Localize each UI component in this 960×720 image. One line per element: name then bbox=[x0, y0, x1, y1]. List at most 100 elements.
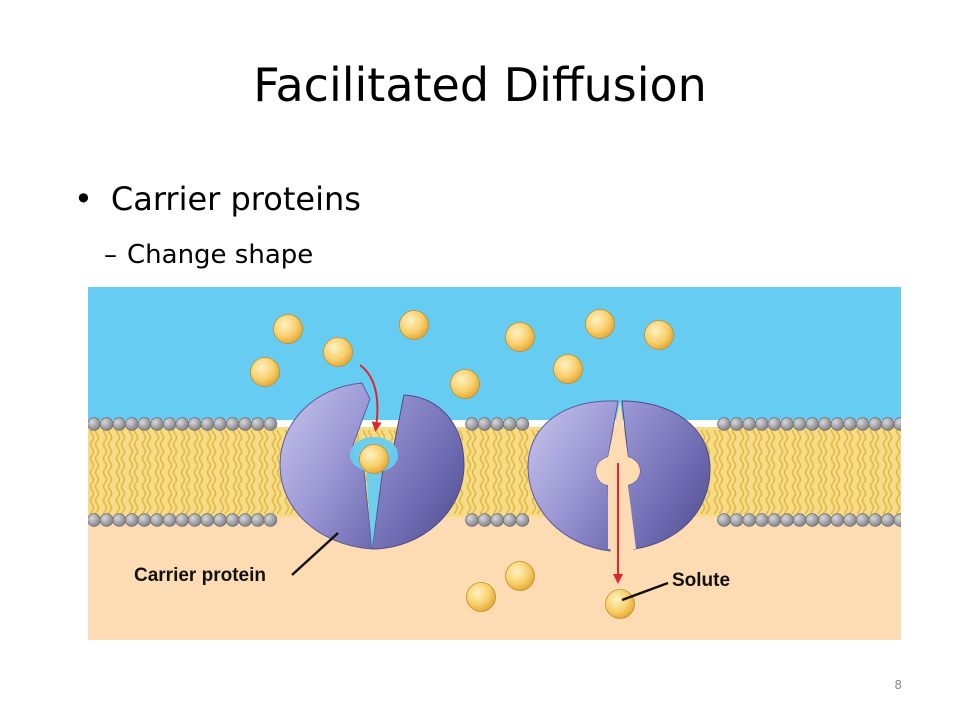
phospholipid-head bbox=[251, 417, 265, 431]
phospholipid-head bbox=[880, 513, 895, 527]
phospholipid-head bbox=[162, 513, 177, 527]
phospholipid-head bbox=[767, 513, 782, 527]
phospholipid-head bbox=[87, 417, 101, 431]
phospholipid-head bbox=[754, 417, 769, 431]
sub-bullet-text: Change shape bbox=[127, 240, 314, 270]
solute-particle-icon bbox=[273, 314, 303, 344]
phospholipid-head bbox=[729, 513, 744, 527]
phospholipid-head bbox=[137, 417, 152, 431]
phospholipid-head bbox=[188, 417, 202, 431]
phospholipid-heads-bottom bbox=[87, 513, 908, 527]
phospholipid-head bbox=[150, 513, 164, 527]
solute-particle-icon bbox=[399, 310, 429, 340]
phospholipid-head bbox=[200, 513, 215, 527]
sub-bullet-marker: – bbox=[104, 240, 117, 270]
lipid-tail-pattern bbox=[88, 430, 901, 514]
phospholipid-head bbox=[502, 417, 517, 431]
phospholipid-head bbox=[792, 417, 807, 431]
phospholipid-head bbox=[99, 417, 114, 431]
phospholipid-head bbox=[490, 417, 505, 431]
phospholipid-head bbox=[175, 417, 189, 431]
phospholipid-head bbox=[855, 417, 870, 431]
phospholipid-head bbox=[251, 513, 265, 527]
phospholipid-head bbox=[124, 417, 139, 431]
phospholipid-head bbox=[855, 513, 870, 527]
arrow-icon bbox=[359, 364, 382, 432]
phospholipid-head bbox=[477, 417, 492, 431]
phospholipid-head bbox=[137, 513, 152, 527]
phospholipid-head bbox=[200, 417, 215, 431]
phospholipid-head bbox=[792, 513, 807, 527]
solute-particle-icon bbox=[450, 369, 480, 399]
phospholipid-head bbox=[213, 513, 227, 527]
phospholipid-head bbox=[112, 417, 127, 431]
phospholipid-head bbox=[490, 513, 505, 527]
phospholipid-head bbox=[780, 513, 794, 527]
solute-particle-icon bbox=[323, 337, 353, 367]
phospholipid-head bbox=[817, 417, 832, 431]
facilitated-diffusion-diagram: Carrier protein Solute bbox=[87, 287, 908, 640]
phospholipid-head bbox=[843, 417, 857, 431]
solute-particle-icon bbox=[585, 309, 615, 339]
phospholipid-head bbox=[717, 417, 731, 431]
phospholipid-head bbox=[754, 513, 769, 527]
extracellular-fluid bbox=[88, 287, 901, 420]
phospholipid-head bbox=[263, 417, 278, 431]
phospholipid-head bbox=[175, 513, 189, 527]
diagram-svg: Carrier protein Solute bbox=[87, 287, 908, 640]
phospholipid-head bbox=[263, 513, 278, 527]
phospholipid-head bbox=[465, 417, 479, 431]
phospholipid-head bbox=[780, 417, 794, 431]
phospholipid-head bbox=[880, 417, 895, 431]
carrier-protein-label: Carrier protein bbox=[134, 565, 266, 586]
phospholipid-head bbox=[150, 417, 164, 431]
phospholipid-head bbox=[767, 417, 782, 431]
solute-label: Solute bbox=[672, 570, 730, 591]
phospholipid-head bbox=[717, 513, 731, 527]
solute-particle-icon bbox=[466, 582, 496, 612]
bullet-text: Carrier proteins bbox=[110, 180, 361, 218]
phospholipid-head bbox=[465, 513, 479, 527]
phospholipid-head bbox=[817, 513, 832, 527]
phospholipid-head bbox=[188, 513, 202, 527]
phospholipid-head bbox=[830, 513, 845, 527]
solute-particle-icon bbox=[553, 354, 583, 384]
phospholipid-head bbox=[225, 513, 240, 527]
phospholipid-head bbox=[805, 417, 819, 431]
phospholipid-head bbox=[124, 513, 139, 527]
bullet-carrier-proteins: • Carrier proteins bbox=[74, 180, 361, 218]
solute-particles bbox=[250, 309, 674, 619]
phospholipid-head bbox=[162, 417, 177, 431]
phospholipid-head bbox=[225, 417, 240, 431]
phospholipid-head bbox=[515, 513, 530, 527]
phospholipid-head bbox=[868, 513, 882, 527]
solute-particle-icon bbox=[250, 357, 280, 387]
phospholipid-head bbox=[843, 513, 857, 527]
phospholipid-head bbox=[515, 417, 530, 431]
slide-title: Facilitated Diffusion bbox=[253, 58, 707, 112]
solute-particle-icon bbox=[359, 444, 389, 474]
phospholipid-head bbox=[87, 513, 101, 527]
phospholipid-heads-top bbox=[87, 417, 908, 431]
phospholipid-head bbox=[477, 513, 492, 527]
phospholipid-head bbox=[99, 513, 114, 527]
cytoplasm bbox=[88, 517, 901, 640]
solute-leader-line bbox=[621, 581, 669, 602]
phospholipid-head bbox=[238, 513, 253, 527]
phospholipid-head bbox=[868, 417, 882, 431]
phospholipid-head bbox=[742, 417, 756, 431]
solute-particle-icon bbox=[605, 589, 635, 619]
phospholipid-head bbox=[729, 417, 744, 431]
sub-bullet-change-shape: –Change shape bbox=[104, 240, 313, 270]
phospholipid-head bbox=[830, 417, 845, 431]
solute-particle-icon bbox=[505, 322, 535, 352]
carrier-protein-leader-line bbox=[291, 532, 339, 576]
solute-particle-icon bbox=[505, 561, 535, 591]
page-number: 8 bbox=[894, 678, 902, 692]
bullet-marker: • bbox=[74, 180, 93, 218]
phospholipid-head bbox=[502, 513, 517, 527]
phospholipid-head bbox=[112, 513, 127, 527]
phospholipid-head bbox=[238, 417, 253, 431]
phospholipid-head bbox=[805, 513, 819, 527]
solute-particle-icon bbox=[644, 320, 674, 350]
